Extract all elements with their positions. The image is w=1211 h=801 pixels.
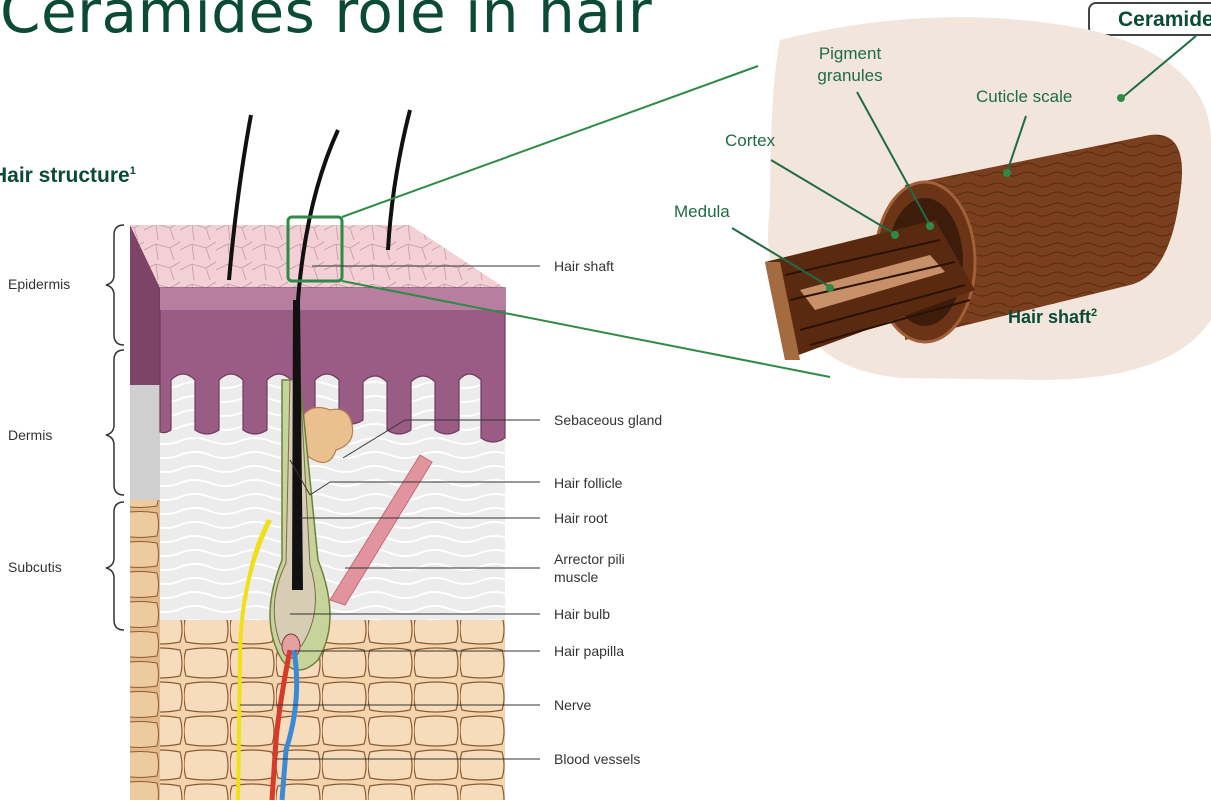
hair-shaft-caption: Hair shaft2 [1008, 307, 1097, 328]
epidermis-brace [106, 225, 124, 345]
cortex-label: Cortex [725, 130, 775, 152]
hair-root-callout: Hair root [554, 509, 608, 527]
epidermis-label: Epidermis [8, 275, 70, 293]
arrector-pili-callout: Arrector pili muscle [554, 550, 664, 586]
nerve-callout: Nerve [554, 696, 591, 714]
skin-cross-section [130, 225, 505, 800]
pigment-granules-label: Pigment granules [800, 43, 900, 87]
sebaceous-gland-callout: Sebaceous gland [554, 411, 662, 429]
blood-vessels-callout: Blood vessels [554, 750, 640, 768]
footnote-2: 2 [1091, 307, 1097, 319]
cuticle-scale-label: Cuticle scale [976, 86, 1072, 108]
hair-papilla-callout: Hair papilla [554, 642, 624, 660]
subcutis-label: Subcutis [8, 558, 62, 576]
medula-label: Medula [674, 201, 730, 223]
hair-follicle-callout: Hair follicle [554, 474, 622, 492]
hair-shaft-callout: Hair shaft [554, 257, 614, 275]
dermis-label: Dermis [8, 426, 52, 444]
skin-surface [130, 225, 505, 288]
hair-bulb-callout: Hair bulb [554, 605, 610, 623]
dermis-brace [106, 350, 124, 495]
subcutis-brace [106, 502, 124, 630]
